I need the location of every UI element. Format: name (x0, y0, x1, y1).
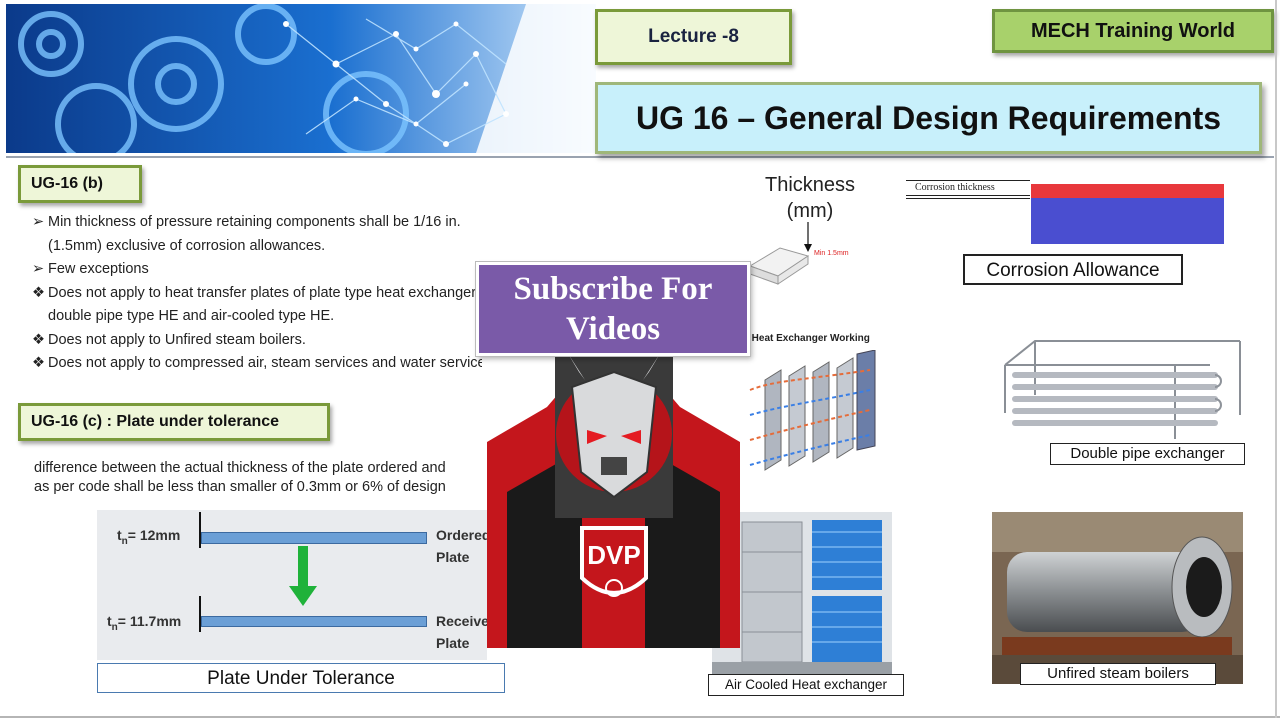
bullet-item: double pipe type HE and air-cooled type … (48, 308, 335, 324)
section-c-heading-box: UG-16 (c) : Plate under tolerance (18, 403, 330, 441)
subscribe-line-1: Subscribe For (513, 271, 713, 307)
received-plate-label: ReceivedPlate (436, 613, 487, 651)
double-pipe-caption: Double pipe exchanger (1050, 443, 1245, 465)
bullet-item: ➢Few exceptions (32, 261, 149, 277)
boiler-illustration (992, 512, 1243, 684)
page-title: UG 16 – General Design Requirements (635, 99, 1222, 136)
logo-text: DVP (587, 540, 641, 570)
section-b-heading: UG-16 (b) (31, 175, 103, 192)
lecture-badge: Lecture -8 (595, 9, 792, 65)
section-b-heading-box: UG-16 (b) (18, 165, 142, 203)
boiler-photo (992, 512, 1243, 684)
subscribe-banner[interactable]: Subscribe For Videos (476, 262, 750, 356)
bullet-item: ❖Does not apply to heat transfer plates … (32, 284, 482, 301)
base-metal-layer (1031, 198, 1224, 244)
tick-line (199, 512, 201, 548)
received-plate (201, 616, 427, 627)
section-b-bullets: ➢Min thickness of pressure retaining com… (32, 211, 482, 376)
corrosion-thickness-label: Corrosion thickness (906, 180, 1030, 196)
plate-exchanger-illustration (749, 350, 876, 471)
channel-logo: DVP (487, 352, 740, 648)
page-title-box: UG 16 – General Design Requirements (595, 82, 1262, 154)
thickness-figure: Thickness(mm) Min 1.5mm (740, 170, 880, 320)
corrosion-line (906, 198, 1030, 199)
lecture-label: Lecture -8 (648, 26, 739, 47)
double-pipe-illustration (1004, 340, 1241, 439)
tn-top-label: tn= 12mm (117, 527, 181, 547)
corrosion-layer (1031, 184, 1224, 198)
double-pipe-figure (995, 335, 1245, 445)
page-right-border (1275, 0, 1277, 718)
boiler-caption: Unfired steam boilers (1020, 663, 1216, 685)
air-cooled-photo (712, 512, 892, 674)
header-banner-image (6, 4, 596, 153)
gear-network-illustration (6, 4, 596, 153)
bullet-item: (1.5mm) exclusive of corrosion allowance… (48, 237, 326, 254)
thickness-title: Thickness(mm) (764, 174, 856, 222)
tolerance-caption: Plate Under Tolerance (97, 663, 505, 693)
section-c-heading: UG-16 (c) : Plate under tolerance (31, 413, 280, 430)
header-divider (6, 156, 1274, 158)
phe-title: Plate Heat Exchanger Working (745, 333, 870, 344)
brand-badge: MECH Training World (992, 9, 1274, 53)
robot-mascot-icon (487, 352, 740, 648)
corrosion-figure: Corrosion thickness (904, 178, 1234, 258)
plate-thickness-sketch (748, 222, 812, 285)
section-c-text: difference between the actual thickness … (34, 460, 446, 495)
brand-label: MECH Training World (1030, 19, 1236, 42)
air-cooled-caption: Air Cooled Heat exchanger (708, 674, 904, 696)
bullet-item: ❖Does not apply to compressed air, steam… (32, 355, 482, 371)
bullet-item: ➢Min thickness of pressure retaining com… (32, 214, 461, 230)
subscribe-line-2: Videos (565, 311, 661, 347)
min-thickness-label: Min 1.5mm (814, 250, 849, 257)
corrosion-caption: Corrosion Allowance (963, 254, 1183, 285)
bullet-item: ❖Does not apply to Unfired steam boilers… (32, 331, 306, 348)
ordered-plate (201, 532, 427, 544)
tn-bottom-label: tn= 11.7mm (107, 613, 182, 633)
page-bottom-border (0, 716, 1280, 718)
air-cooled-illustration (712, 512, 892, 674)
tick-line (199, 596, 201, 632)
down-arrow-icon (289, 546, 317, 606)
phe-figure: Plate Heat Exchanger Working (745, 330, 885, 480)
